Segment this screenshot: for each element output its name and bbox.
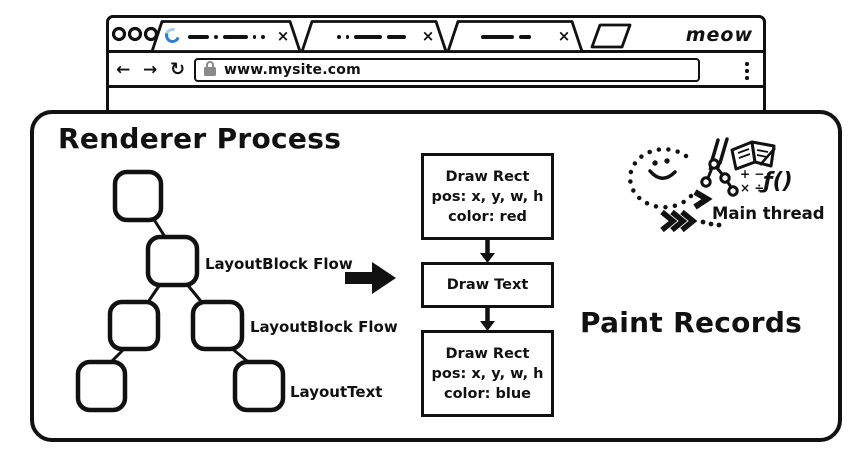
main-thread-label: Main thread: [712, 204, 825, 223]
tree-node-layouttext: [232, 359, 286, 413]
tree-node-child-left: [107, 299, 161, 352]
brand-text: meow: [685, 24, 753, 46]
main-thread-doodle: + − × ÷ ƒ(): [627, 137, 793, 233]
url-toolbar: ← → ↻ www.mysite.com: [109, 54, 763, 88]
tab-title-scribble: [481, 35, 531, 39]
tree-node-layoutblock-1: [145, 234, 200, 288]
lock-icon: [204, 61, 216, 76]
tree-node-root: [112, 169, 164, 223]
browser-window: × × × meow ← → ↻ www.mysite.com: [106, 15, 766, 115]
smiley-eye-icon: [652, 160, 658, 166]
tree-label-layoutblock-2: LayoutBlock Flow: [250, 318, 398, 336]
panel-art: + − × ÷ ƒ(): [75, 137, 793, 413]
smiley-smile-icon: [648, 169, 677, 180]
reload-icon[interactable]: ↻: [170, 59, 186, 80]
window-control-icon[interactable]: [127, 26, 143, 42]
tab-close-icon[interactable]: ×: [421, 27, 435, 45]
window-control-icon[interactable]: [111, 26, 127, 42]
paint-record-box-2: Draw Text: [421, 262, 554, 308]
paint-record-line: color: blue: [444, 385, 531, 402]
tab-strip: × × × meow: [109, 18, 763, 54]
paint-record-line: color: red: [448, 208, 527, 225]
paint-record-line: Draw Rect: [445, 168, 530, 185]
tab-close-icon[interactable]: ×: [276, 27, 290, 45]
book-icon: [730, 140, 776, 171]
dotted-loop-icon: [627, 146, 694, 210]
tab-title-scribble: [188, 35, 265, 39]
flow-arrow-icon: [345, 262, 396, 294]
back-icon[interactable]: ←: [116, 60, 131, 80]
panel-title: Renderer Process: [58, 122, 342, 155]
tab-3[interactable]: [446, 20, 584, 53]
url-text[interactable]: www.mysite.com: [224, 62, 361, 78]
paint-record-line: pos: x, y, w, h: [431, 365, 544, 382]
chevron-trail-dots: [700, 219, 722, 228]
math-symbols-icon: + −: [740, 167, 764, 181]
tab-title-scribble: [337, 35, 406, 39]
loop-arrowhead-icon: [693, 189, 713, 210]
tab-close-icon[interactable]: ×: [557, 27, 571, 45]
paint-record-box-3: Draw Rect pos: x, y, w, h color: blue: [421, 330, 554, 417]
chevrons-icon: [660, 209, 698, 233]
tree-node-layoutblock-2: [190, 299, 245, 352]
paint-record-line: Draw Rect: [445, 345, 530, 362]
function-icon: ƒ(): [759, 169, 793, 194]
paint-record-line: Draw Text: [446, 277, 529, 293]
math-symbols-icon: × ÷: [740, 181, 764, 195]
graph-icon: [700, 158, 739, 197]
tree-label-layoutblock-1: LayoutBlock Flow: [205, 255, 353, 273]
paint-record-line: pos: x, y, w, h: [431, 188, 544, 205]
paint-flow-arrows: [480, 240, 495, 331]
url-bar[interactable]: www.mysite.com: [194, 58, 700, 82]
forward-icon[interactable]: →: [143, 60, 158, 80]
paint-records-heading: Paint Records: [580, 306, 803, 339]
renderer-process-panel: + − × ÷ ƒ() Renderer Process LayoutBlock…: [30, 110, 842, 442]
paint-record-box-1: Draw Rect pos: x, y, w, h color: red: [421, 153, 554, 240]
new-tab-button[interactable]: [590, 23, 632, 49]
tree-label-layouttext: LayoutText: [290, 383, 383, 401]
pen-icon: [759, 147, 776, 166]
kebab-menu-icon[interactable]: [743, 59, 751, 83]
window-control-icon[interactable]: [143, 26, 159, 42]
tree-node-leaf-left: [75, 359, 128, 413]
smiley-eye-icon: [664, 158, 670, 164]
